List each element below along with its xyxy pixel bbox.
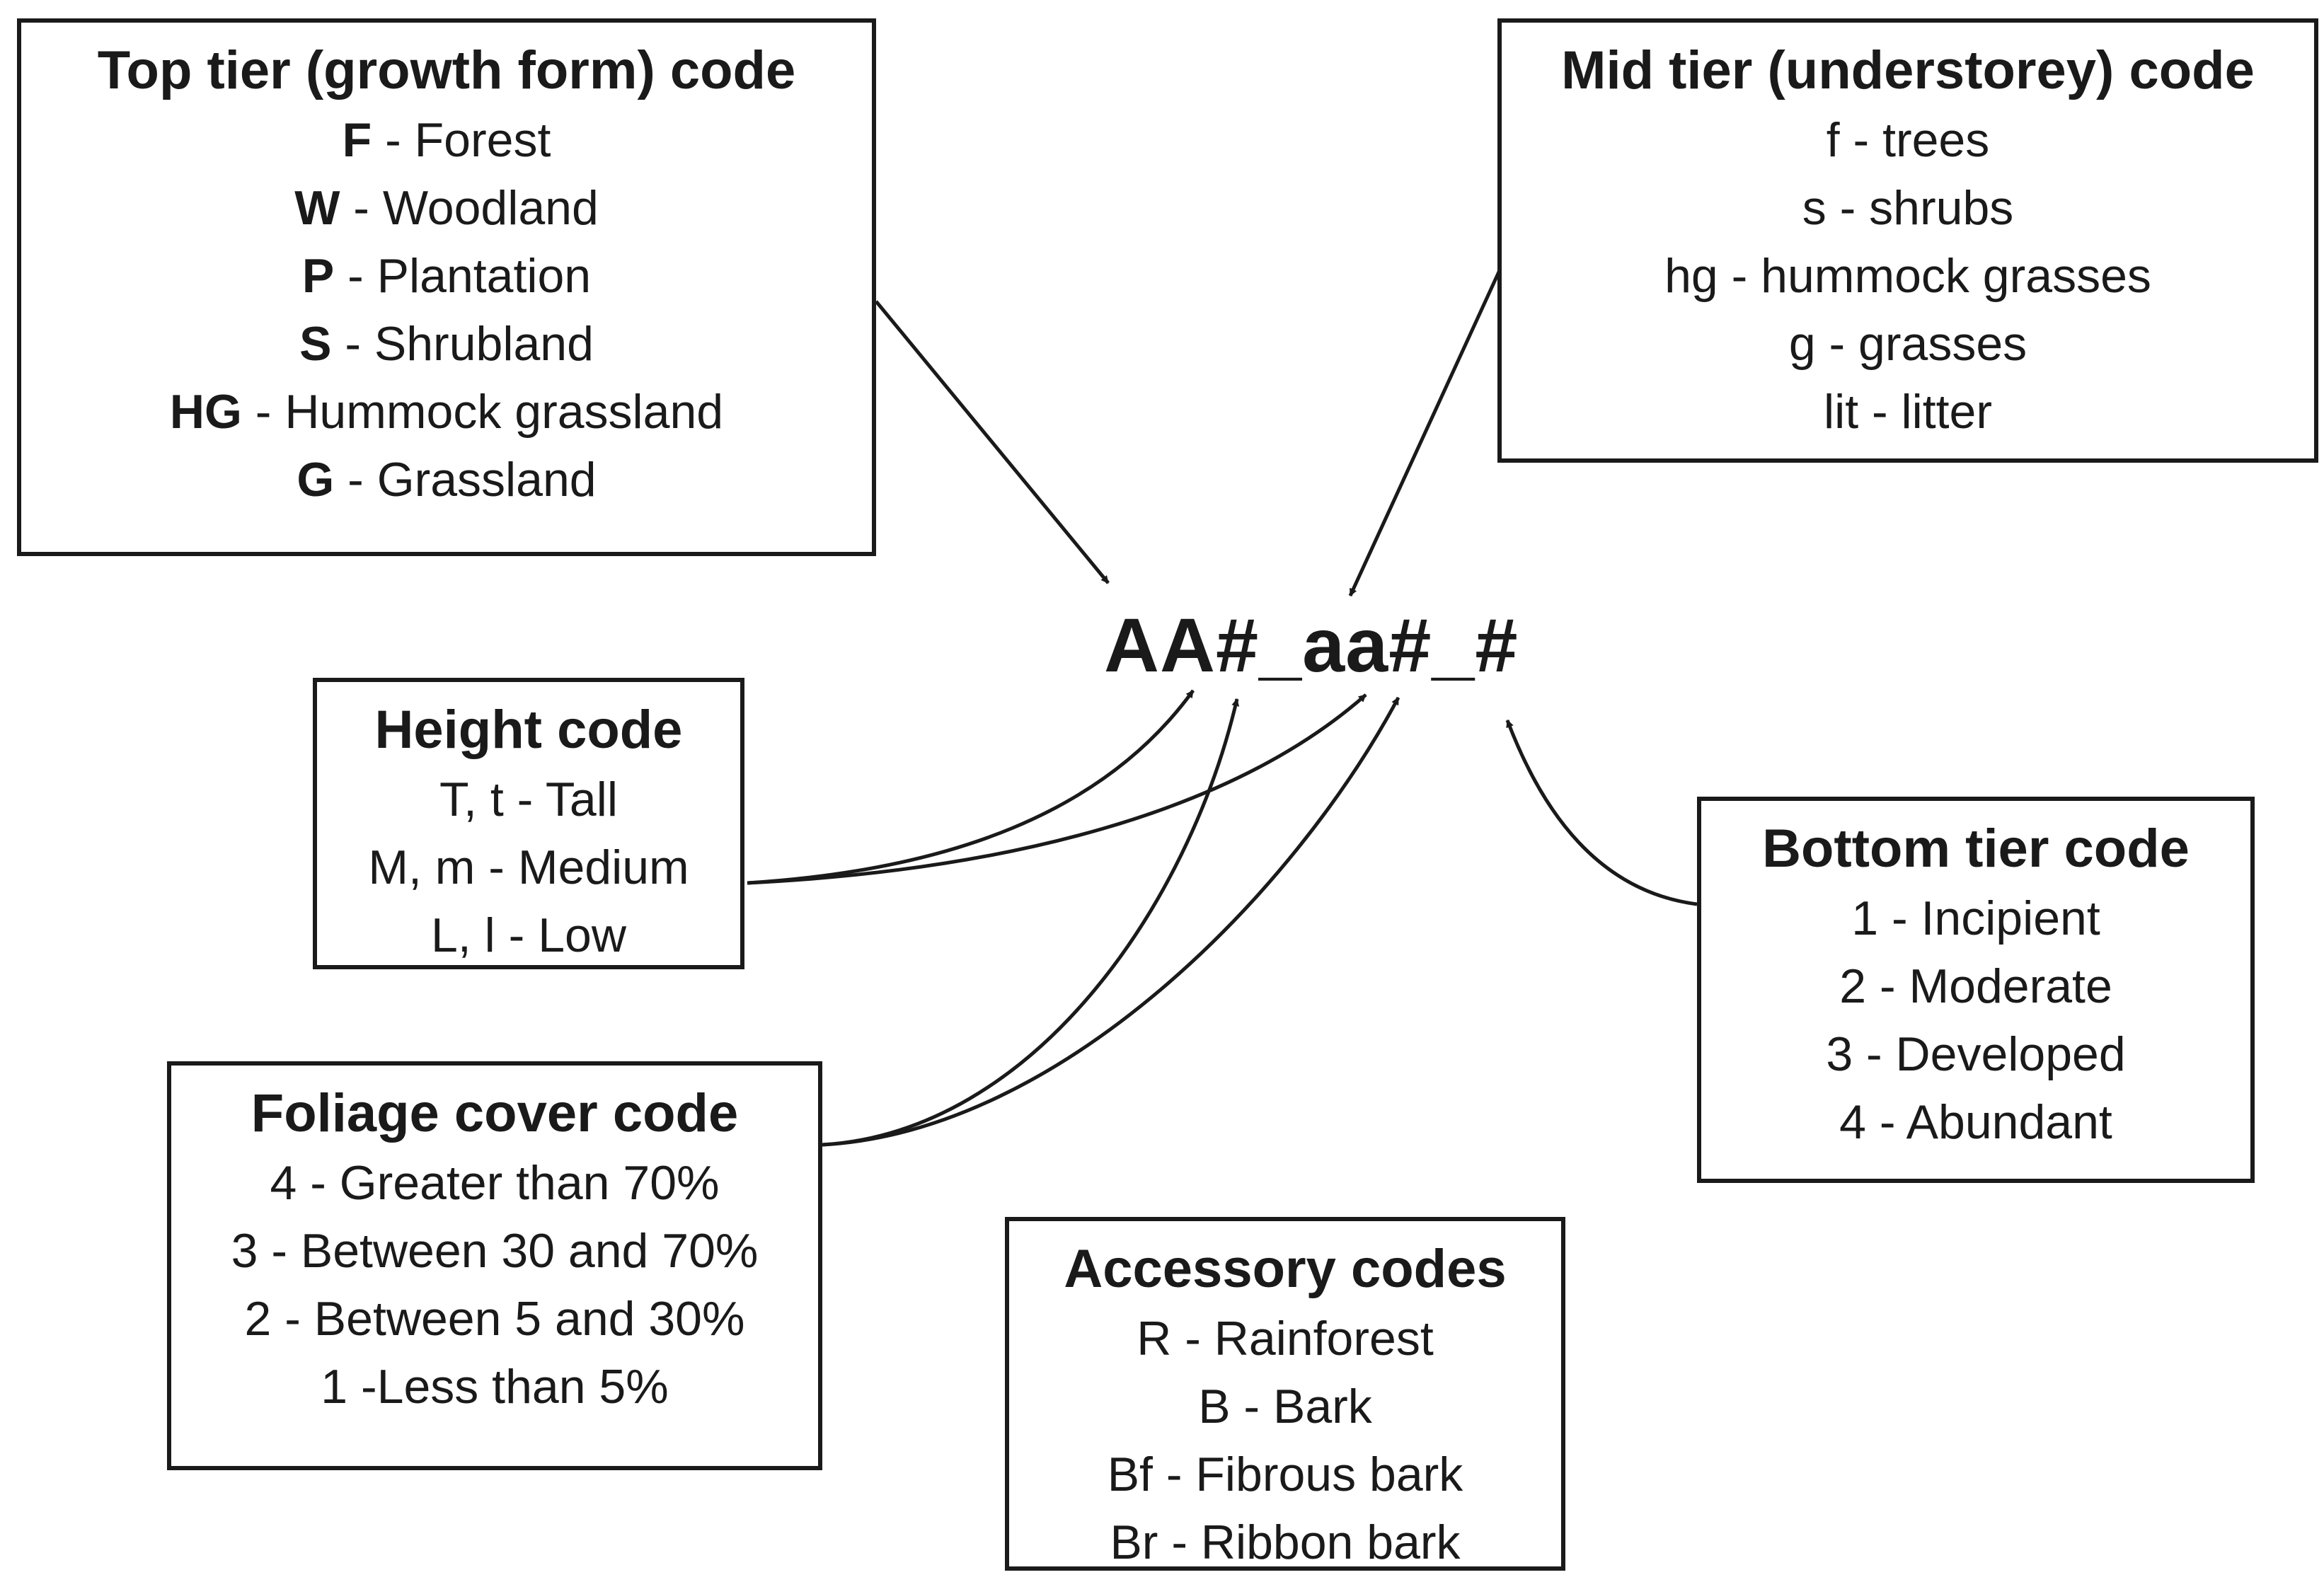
item-code: P — [301, 249, 335, 303]
height-list: T, t - Tall M, m - Medium L, l - Low — [317, 766, 740, 969]
top-tier-code-box: Top tier (growth form) code F - Forest W… — [17, 18, 876, 556]
item-label: - Plantation — [334, 249, 592, 303]
foliage-cover-code-box: Foliage cover code 4 - Greater than 70% … — [167, 1061, 822, 1470]
list-item: hg - hummock grasses — [1664, 249, 2151, 303]
list-item: F - Forest — [21, 106, 872, 174]
arrow-mid-tier — [1348, 267, 1502, 597]
foliage-list: 4 - Greater than 70% 3 - Between 30 and … — [171, 1149, 818, 1421]
accessory-title: Accessory codes — [1064, 1239, 1507, 1299]
list-item: 3 - Between 30 and 70% — [231, 1224, 759, 1278]
list-item: S - Shrubland — [21, 310, 872, 378]
item-code: HG — [169, 385, 242, 439]
item-code: F — [342, 113, 372, 167]
list-item: 2 - Moderate — [1839, 959, 2112, 1013]
mid-tier-code-box: Mid tier (understorey) code f - trees s … — [1497, 18, 2318, 463]
item-label: - Woodland — [340, 181, 599, 235]
arrow-foliage-to-first — [822, 698, 1240, 1147]
list-item: HG - Hummock grassland — [21, 378, 872, 446]
item-label: - Forest — [372, 113, 551, 167]
arrow-foliage-to-second — [822, 696, 1400, 1147]
list-item: M, m - Medium — [368, 841, 689, 894]
arrow-bottom-tier — [1505, 719, 1698, 906]
bottom-tier-title: Bottom tier code — [1762, 819, 2190, 879]
list-item: P - Plantation — [21, 242, 872, 310]
list-item: Br - Ribbon bark — [1110, 1515, 1461, 1569]
height-code-box: Height code T, t - Tall M, m - Medium L,… — [313, 678, 744, 969]
arrow-height-to-first — [747, 689, 1195, 885]
list-item: 2 - Between 5 and 30% — [244, 1292, 745, 1346]
arrow-top-tier — [875, 300, 1110, 584]
height-title: Height code — [374, 700, 683, 760]
item-code: G — [297, 453, 335, 507]
top-tier-list: F - Forest W - Woodland P - Plantation S… — [21, 106, 872, 514]
bottom-tier-code-box: Bottom tier code 1 - Incipient 2 - Moder… — [1697, 797, 2255, 1183]
mid-tier-title: Mid tier (understorey) code — [1561, 40, 2255, 100]
item-code: W — [294, 181, 340, 235]
mid-tier-list: f - trees s - shrubs hg - hummock grasse… — [1502, 106, 2314, 446]
list-item: s - shrubs — [1802, 181, 2014, 235]
list-item: f - trees — [1826, 113, 1990, 167]
code-template-label: AA#_aa#_# — [1104, 602, 1519, 688]
list-item: T, t - Tall — [439, 773, 618, 826]
list-item: L, l - Low — [431, 908, 626, 962]
item-label: - Hummock grassland — [241, 385, 724, 439]
foliage-title: Foliage cover code — [251, 1083, 739, 1143]
list-item: G - Grassland — [21, 446, 872, 514]
list-item: 3 - Developed — [1826, 1027, 2126, 1081]
item-code: S — [299, 317, 332, 371]
list-item: Bf - Fibrous bark — [1107, 1448, 1463, 1501]
accessory-list: R - Rainforest B - Bark Bf - Fibrous bar… — [1009, 1305, 1561, 1576]
top-tier-title: Top tier (growth form) code — [97, 40, 796, 100]
list-item: g - grasses — [1788, 317, 2027, 371]
accessory-codes-box: Accessory codes R - Rainforest B - Bark … — [1005, 1217, 1565, 1571]
item-label: - Grassland — [334, 453, 597, 507]
arrow-height-to-second — [747, 693, 1367, 885]
list-item: 1 - Incipient — [1851, 891, 2100, 945]
list-item: 1 -Less than 5% — [321, 1360, 669, 1414]
list-item: 4 - Abundant — [1839, 1095, 2112, 1149]
item-label: - Shrubland — [331, 317, 594, 371]
list-item: lit - litter — [1824, 385, 1992, 439]
list-item: 4 - Greater than 70% — [270, 1156, 720, 1210]
list-item: R - Rainforest — [1137, 1312, 1434, 1366]
list-item: W - Woodland — [21, 174, 872, 242]
list-item: B - Bark — [1198, 1380, 1372, 1433]
bottom-tier-list: 1 - Incipient 2 - Moderate 3 - Developed… — [1701, 884, 2250, 1156]
